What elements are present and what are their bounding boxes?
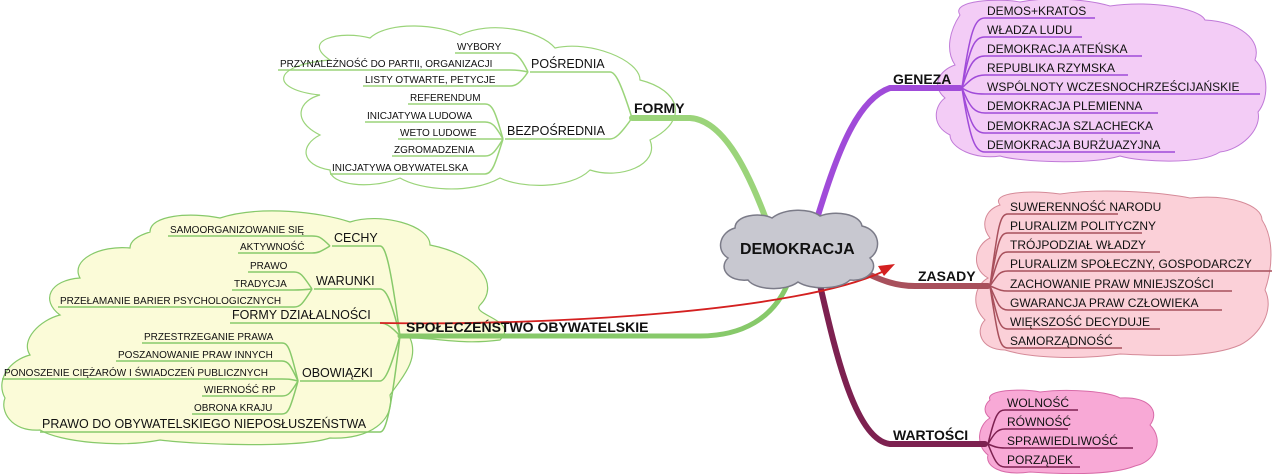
center-cloud xyxy=(719,209,879,290)
connector-formy xyxy=(629,115,773,233)
branch-wartosci-label[interactable]: WARTOŚCI xyxy=(893,426,968,443)
obowiazki-item[interactable]: WIERNOŚĆ RP xyxy=(204,383,276,396)
geneza-connectors xyxy=(961,17,1260,153)
formy-connectors xyxy=(278,52,633,175)
prawo-nieposluszenstwa-label[interactable]: PRAWO DO OBYWATELSKIEGO NIEPOSŁUSZEŃSTWA xyxy=(42,416,367,431)
cechy-label[interactable]: CECHY xyxy=(334,231,378,245)
zasady-item[interactable]: SUWERENNOŚĆ NARODU xyxy=(1010,199,1161,214)
wartosci-cloud xyxy=(979,389,1158,474)
formy-dzialalnosci-label[interactable]: FORMY DZIAŁALNOŚCI xyxy=(232,307,371,322)
geneza-item[interactable]: WSPÓLNOTY WCZESNOCHRZEŚCIJAŃSKIE xyxy=(987,79,1239,94)
wartosci-item[interactable]: WOLNOŚĆ xyxy=(1007,395,1069,410)
zasady-item[interactable]: SAMORZĄDNOŚĆ xyxy=(1010,333,1113,348)
wartosci-item[interactable]: SPRAWIEDLIWOŚĆ xyxy=(1007,433,1118,448)
arrowhead xyxy=(878,264,895,276)
geneza-item[interactable]: DEMOKRACJA ATEŃSKA xyxy=(987,41,1127,56)
formy-cloud xyxy=(283,25,677,190)
obowiazki-item[interactable]: OBRONA KRAJU xyxy=(194,403,272,414)
obowiazki-item[interactable]: POSZANOWANIE PRAW INNYCH xyxy=(118,350,273,361)
geneza-item[interactable]: REPUBLIKA RZYMSKA xyxy=(987,61,1115,75)
zasady-item[interactable]: GWARANCJA PRAW CZŁOWIEKA xyxy=(1010,296,1198,310)
zasady-cloud xyxy=(975,190,1272,358)
branch-zasady-label[interactable]: ZASADY xyxy=(918,268,976,284)
center-label: DEMOKRACJA xyxy=(740,241,855,258)
formy-item[interactable]: LISTY OTWARTE, PETYCJE xyxy=(365,75,496,86)
geneza-item[interactable]: DEMOKRACJA SZLACHECKA xyxy=(987,119,1153,133)
cechy-item[interactable]: AKTYWNOŚĆ xyxy=(240,240,304,253)
formy-item[interactable]: REFERENDUM xyxy=(410,93,481,104)
geneza-items: DEMOS+KRATOS WŁADZA LUDU DEMOKRACJA ATEŃ… xyxy=(987,4,1239,152)
geneza-cloud xyxy=(935,0,1267,163)
zasady-item[interactable]: PLURALIZM SPOŁECZNY, GOSPODARCZY xyxy=(1010,257,1252,271)
spoleczenstwo-cloud xyxy=(1,210,506,446)
zasady-connectors xyxy=(989,213,1272,349)
wartosci-connectors xyxy=(987,409,1133,468)
zasady-items: SUWERENNOŚĆ NARODU PLURALIZM POLITYCZNY … xyxy=(1010,199,1252,348)
connector-geneza xyxy=(812,85,963,228)
formy-items: WYBORY PRZYNALEŻNOŚĆ DO PARTII, ORGANIZA… xyxy=(280,42,502,174)
formy-item[interactable]: ZGROMADZENIA xyxy=(394,145,475,156)
cechy-item[interactable]: SAMOORGANIZOWANIE SIĘ xyxy=(170,225,304,236)
formy-item[interactable]: WETO LUDOWE xyxy=(400,128,477,139)
formy-item[interactable]: PRZYNALEŻNOŚĆ DO PARTII, ORGANIZACJI xyxy=(280,57,492,70)
branch-formy-label[interactable]: FORMY xyxy=(634,100,685,116)
wartosci-item[interactable]: RÓWNOŚĆ xyxy=(1007,414,1071,429)
formy-item[interactable]: INICJATYWA OBYWATELSKA xyxy=(332,163,468,174)
formy-item[interactable]: WYBORY xyxy=(457,42,502,53)
wartosci-items: WOLNOŚĆ RÓWNOŚĆ SPRAWIEDLIWOŚĆ PORZĄDEK xyxy=(1007,395,1118,467)
warunki-label[interactable]: WARUNKI xyxy=(316,274,375,288)
formy-posrednia-label[interactable]: POŚREDNIA xyxy=(531,56,605,71)
spoleczenstwo-items: SAMOORGANIZOWANIE SIĘ AKTYWNOŚĆ PRAWO TR… xyxy=(4,225,304,414)
wartosci-item[interactable]: PORZĄDEK xyxy=(1007,453,1073,467)
formy-item[interactable]: INICJATYWA LUDOWA xyxy=(367,111,473,122)
zasady-item[interactable]: ZACHOWANIE PRAW MNIEJSZOŚCI xyxy=(1010,276,1214,291)
zasady-item[interactable]: WIĘKSZOŚĆ DECYDUJE xyxy=(1010,314,1150,329)
branch-geneza-label[interactable]: GENEZA xyxy=(893,71,951,87)
connector-spoleczenstwo xyxy=(397,275,793,339)
formy-bezposrednia-label[interactable]: BEZPOŚREDNIA xyxy=(507,123,606,138)
geneza-item[interactable]: DEMOKRACJA BURŻUAZYJNA xyxy=(987,138,1160,152)
warunki-item[interactable]: PRZEŁAMANIE BARIER PSYCHOLOGICZNYCH xyxy=(60,296,281,307)
obowiazki-item[interactable]: PRZESTRZEGANIE PRAWA xyxy=(144,332,274,343)
geneza-item[interactable]: WŁADZA LUDU xyxy=(987,23,1072,37)
warunki-item[interactable]: PRAWO xyxy=(250,261,288,272)
connector-wartosci xyxy=(817,282,988,447)
obowiazki-label[interactable]: OBOWIĄZKI xyxy=(302,366,373,380)
geneza-item[interactable]: DEMOKRACJA PLEMIENNA xyxy=(987,99,1142,113)
geneza-item[interactable]: DEMOS+KRATOS xyxy=(987,4,1086,18)
branch-spoleczenstwo-label[interactable]: SPOŁECZEŃSTWO OBYWATELSKIE xyxy=(406,319,648,335)
warunki-item[interactable]: TRADYCJA xyxy=(234,279,287,290)
zasady-item[interactable]: TRÓJPODZIAŁ WŁADZY xyxy=(1010,237,1146,252)
obowiazki-item[interactable]: PONOSZENIE CIĘŻARÓW I ŚWIADCZEŃ PUBLICZN… xyxy=(4,366,268,379)
zasady-item[interactable]: PLURALIZM POLITYCZNY xyxy=(1010,219,1156,233)
